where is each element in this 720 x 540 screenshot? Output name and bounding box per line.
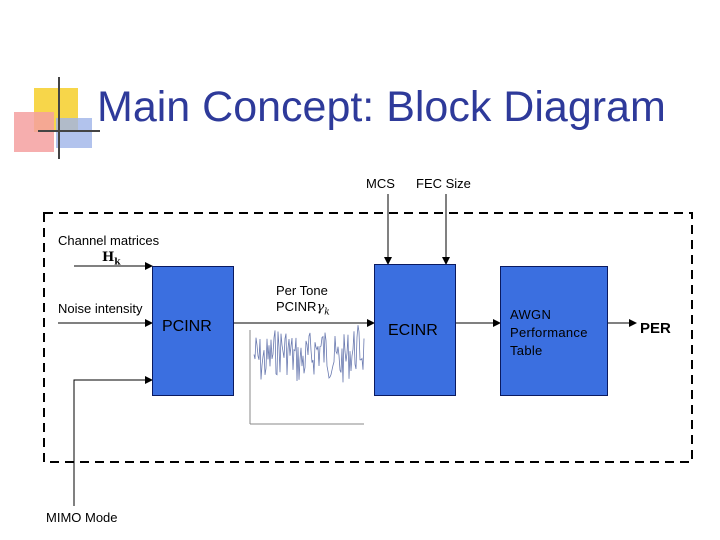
channel-matrices-label: Channel matrices xyxy=(58,233,160,248)
logo-red-square xyxy=(14,112,54,152)
mcs-label: MCS xyxy=(366,176,395,191)
logo-horizontal-line xyxy=(38,130,100,132)
channel-symbol-sub: k xyxy=(114,257,121,268)
ecinr-label: ECINR xyxy=(388,322,438,339)
per-output-label: PER xyxy=(640,320,671,337)
fec-size-label: FEC Size xyxy=(416,176,471,191)
mimo-arrow xyxy=(73,376,153,506)
channel-symbol-main: H xyxy=(102,250,115,265)
logo-blue-square xyxy=(56,118,92,148)
gamma-subscript: k xyxy=(324,307,330,318)
noise-intensity-label: Noise intensity xyxy=(58,301,143,316)
awgn-table-label: AWGN Performance Table xyxy=(510,307,588,358)
pcinr-sub-label: PCINR xyxy=(276,299,317,314)
mimo-mode-label: MIMO Mode xyxy=(46,510,118,525)
pcinr-block xyxy=(152,266,234,396)
gamma-symbol: γ xyxy=(316,300,325,315)
per-tone-label-line1: Per Tone xyxy=(276,283,328,298)
pcinr-label: PCINR xyxy=(162,318,212,335)
channel-symbol: Hk xyxy=(102,250,121,268)
page-title: Main Concept: Block Diagram xyxy=(97,83,666,131)
per-tone-plot-thumbnail xyxy=(249,325,365,425)
per-tone-label-line2: PCINRγk xyxy=(276,300,330,318)
ecinr-block xyxy=(374,264,456,396)
logo-vertical-line xyxy=(58,77,60,159)
system-boundary-dashed xyxy=(43,212,693,463)
awgn-table-block xyxy=(500,266,608,396)
